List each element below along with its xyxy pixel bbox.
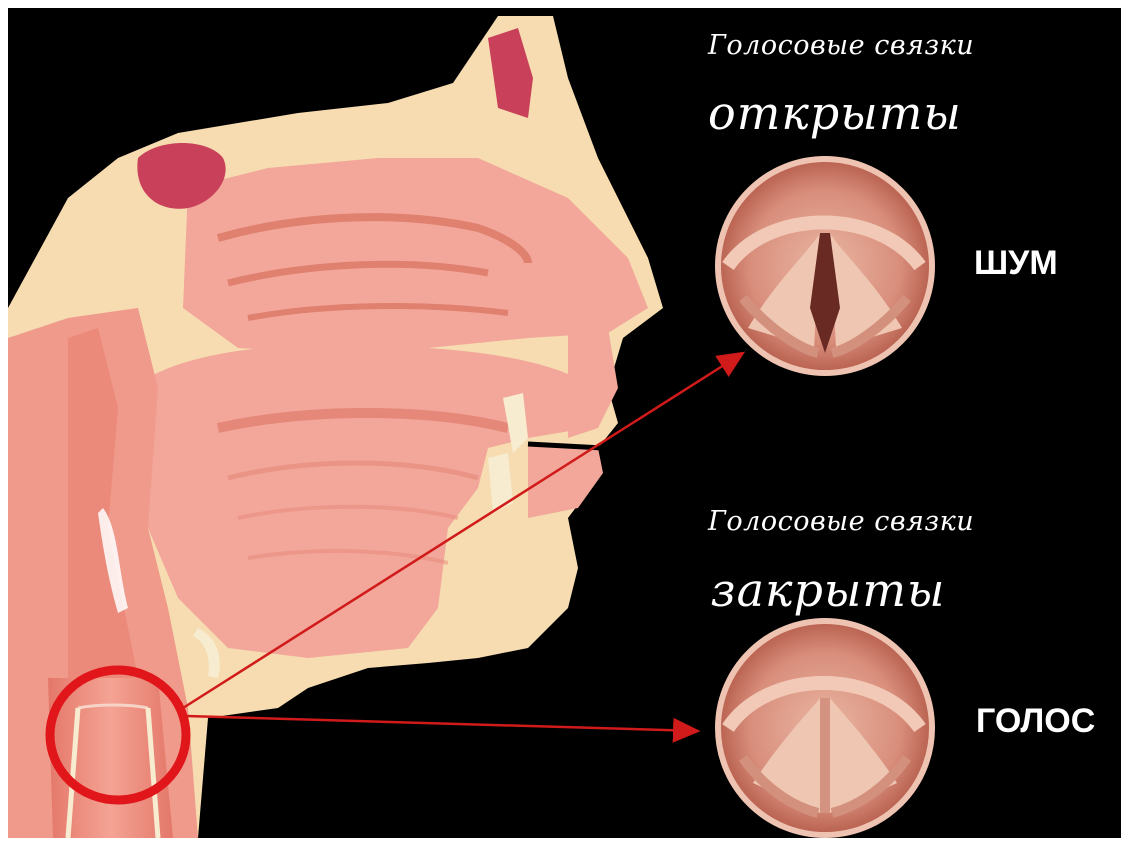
closed-result-label: ГОЛОС xyxy=(976,702,1095,741)
open-title-line2: открыты xyxy=(708,86,948,140)
open-title-line1: Голосовые связки xyxy=(708,30,948,61)
vocal-cords-closed-view xyxy=(718,621,932,835)
open-result-label: ШУМ xyxy=(974,244,1058,283)
diagram-panel: Голосовые связки открыты ШУМ Голосовые с… xyxy=(8,8,1121,838)
closed-title-line1: Голосовые связки xyxy=(708,506,948,537)
head-cross-section xyxy=(8,16,663,838)
arrow-to-closed-cords xyxy=(186,716,698,731)
closed-title-line2: закрыты xyxy=(708,563,948,617)
vocal-cords-open-view xyxy=(718,159,932,373)
